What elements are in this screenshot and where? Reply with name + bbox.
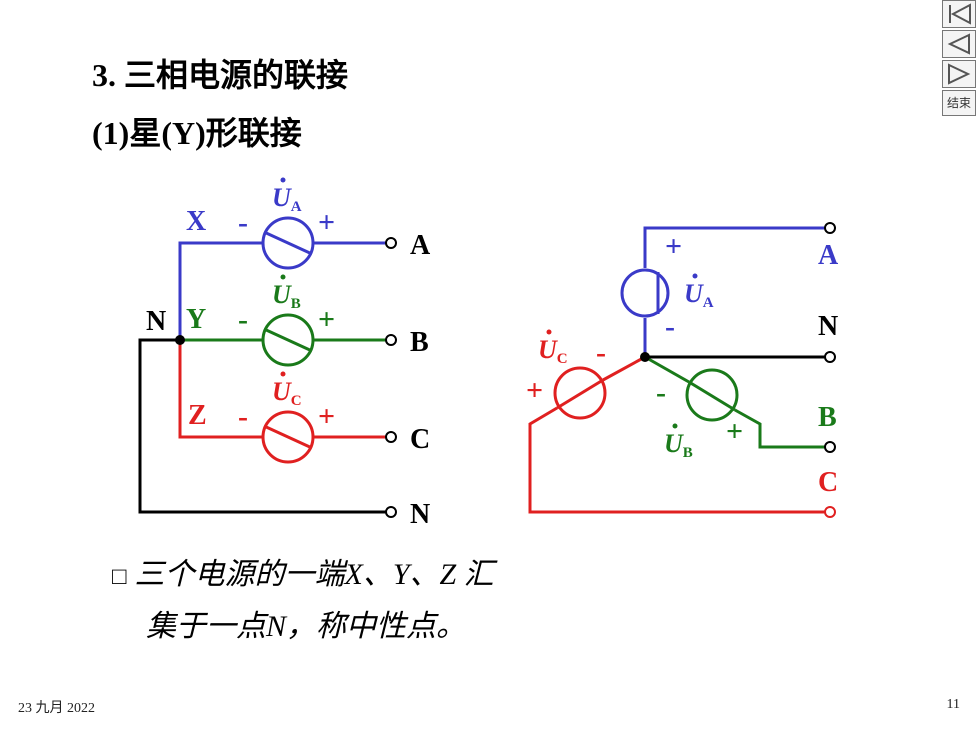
left-voltage-b-label: UB bbox=[272, 280, 301, 312]
left-voltage-b-dot bbox=[280, 274, 286, 280]
right-wire-b-in bbox=[644, 355, 690, 384]
left-voltage-a-dot bbox=[280, 177, 286, 183]
slide-heading: 3. 三相电源的联接 bbox=[92, 57, 349, 93]
left-label-y: Y bbox=[186, 304, 206, 335]
left-b-plus: + bbox=[318, 303, 335, 336]
right-source-b-circle bbox=[685, 368, 739, 422]
slide-subheading: (1)星(Y)形联接 bbox=[92, 115, 302, 151]
right-a-minus: - bbox=[665, 310, 675, 343]
left-label-z: Z bbox=[188, 400, 207, 431]
left-label-b: B bbox=[410, 327, 429, 358]
right-source-c-circle bbox=[553, 366, 607, 420]
left-source-a-circle bbox=[261, 216, 315, 270]
right-source-a-arrow bbox=[634, 271, 656, 315]
right-voltage-c-label: UC bbox=[538, 335, 568, 367]
right-label-n: N bbox=[818, 311, 838, 342]
left-voltage-a-label: UA bbox=[272, 183, 302, 215]
left-c-minus: - bbox=[238, 400, 248, 433]
left-a-minus: - bbox=[238, 206, 248, 239]
previous-slide-button[interactable] bbox=[942, 30, 976, 58]
right-wire-a-high bbox=[643, 226, 825, 268]
right-source-a-circle bbox=[620, 268, 670, 318]
right-c-minus: - bbox=[596, 336, 606, 369]
left-terminal-c bbox=[385, 431, 397, 443]
left-label-x: X bbox=[186, 206, 206, 237]
bullet-text: □ 三个电源的一端X、Y、Z 汇 集于一点N，称中性点。 bbox=[112, 550, 494, 652]
slide-date: 23 九月 2022 bbox=[18, 701, 95, 716]
next-slide-icon bbox=[948, 63, 971, 85]
left-source-a-arrow bbox=[263, 230, 313, 256]
left-source-c-circle bbox=[261, 410, 315, 464]
right-voltage-a-label: UA bbox=[684, 279, 714, 311]
right-terminal-c bbox=[824, 506, 836, 518]
right-voltage-c-dot bbox=[546, 329, 552, 335]
left-label-a: A bbox=[410, 230, 431, 261]
next-slide-button[interactable] bbox=[942, 60, 976, 88]
right-label-b: B bbox=[818, 402, 837, 433]
first-slide-button[interactable] bbox=[942, 0, 976, 28]
left-a-plus: + bbox=[318, 206, 335, 239]
left-source-c-arrow bbox=[263, 424, 313, 450]
left-c-plus: + bbox=[318, 400, 335, 433]
left-label-n: N bbox=[410, 499, 430, 530]
left-voltage-c-dot bbox=[280, 371, 286, 377]
previous-slide-icon bbox=[947, 33, 970, 55]
left-label-c: C bbox=[410, 424, 430, 455]
left-wire-c-in bbox=[178, 340, 262, 439]
first-slide-icon bbox=[949, 3, 971, 25]
end-show-button[interactable]: 结束 bbox=[942, 90, 976, 116]
right-voltage-a-dot bbox=[692, 273, 698, 279]
left-neutral-node bbox=[175, 335, 185, 345]
left-terminal-b bbox=[385, 334, 397, 346]
right-source-c-arrow bbox=[556, 378, 604, 410]
left-star-diagram: A B C N X Y Z N - + - + - + UA UB UC bbox=[138, 177, 431, 530]
left-b-minus: - bbox=[238, 303, 248, 336]
right-a-plus: + bbox=[665, 230, 682, 263]
right-label-c: C bbox=[818, 467, 838, 498]
right-c-plus: + bbox=[526, 374, 543, 407]
right-label-a: A bbox=[818, 240, 839, 271]
left-wire-a-in bbox=[178, 241, 262, 340]
right-terminal-b bbox=[824, 441, 836, 453]
right-wire-c-in bbox=[602, 355, 646, 382]
right-b-minus: - bbox=[656, 376, 666, 409]
right-voltage-b-label: UB bbox=[664, 429, 693, 461]
bullet-line-1: 三个电源的一端X、Y、Z 汇 bbox=[134, 558, 494, 591]
right-voltage-b-dot bbox=[672, 423, 678, 429]
bullet-marker: □ bbox=[112, 564, 127, 590]
right-wire-b-out bbox=[734, 408, 825, 449]
right-star-diagram: A N B C + - - + - + UA UB UC bbox=[526, 222, 839, 518]
right-wire-c-out bbox=[528, 406, 825, 514]
right-terminal-n bbox=[824, 351, 836, 363]
right-neutral-node bbox=[640, 352, 650, 362]
left-source-b-circle bbox=[261, 313, 315, 367]
slide-navigation: 结束 bbox=[942, 0, 978, 118]
left-terminal-a bbox=[385, 237, 397, 249]
page-number: 11 bbox=[946, 697, 960, 712]
left-neutral-wire bbox=[138, 338, 386, 514]
left-label-neutral: N bbox=[146, 306, 166, 337]
left-voltage-c-label: UC bbox=[272, 377, 302, 409]
left-terminal-n bbox=[385, 506, 397, 518]
right-source-b-arrow bbox=[688, 380, 736, 412]
right-terminal-a bbox=[824, 222, 836, 234]
left-source-b-arrow bbox=[263, 327, 313, 353]
bullet-line-2: 集于一点N，称中性点。 bbox=[146, 610, 467, 643]
right-b-plus: + bbox=[726, 415, 743, 448]
